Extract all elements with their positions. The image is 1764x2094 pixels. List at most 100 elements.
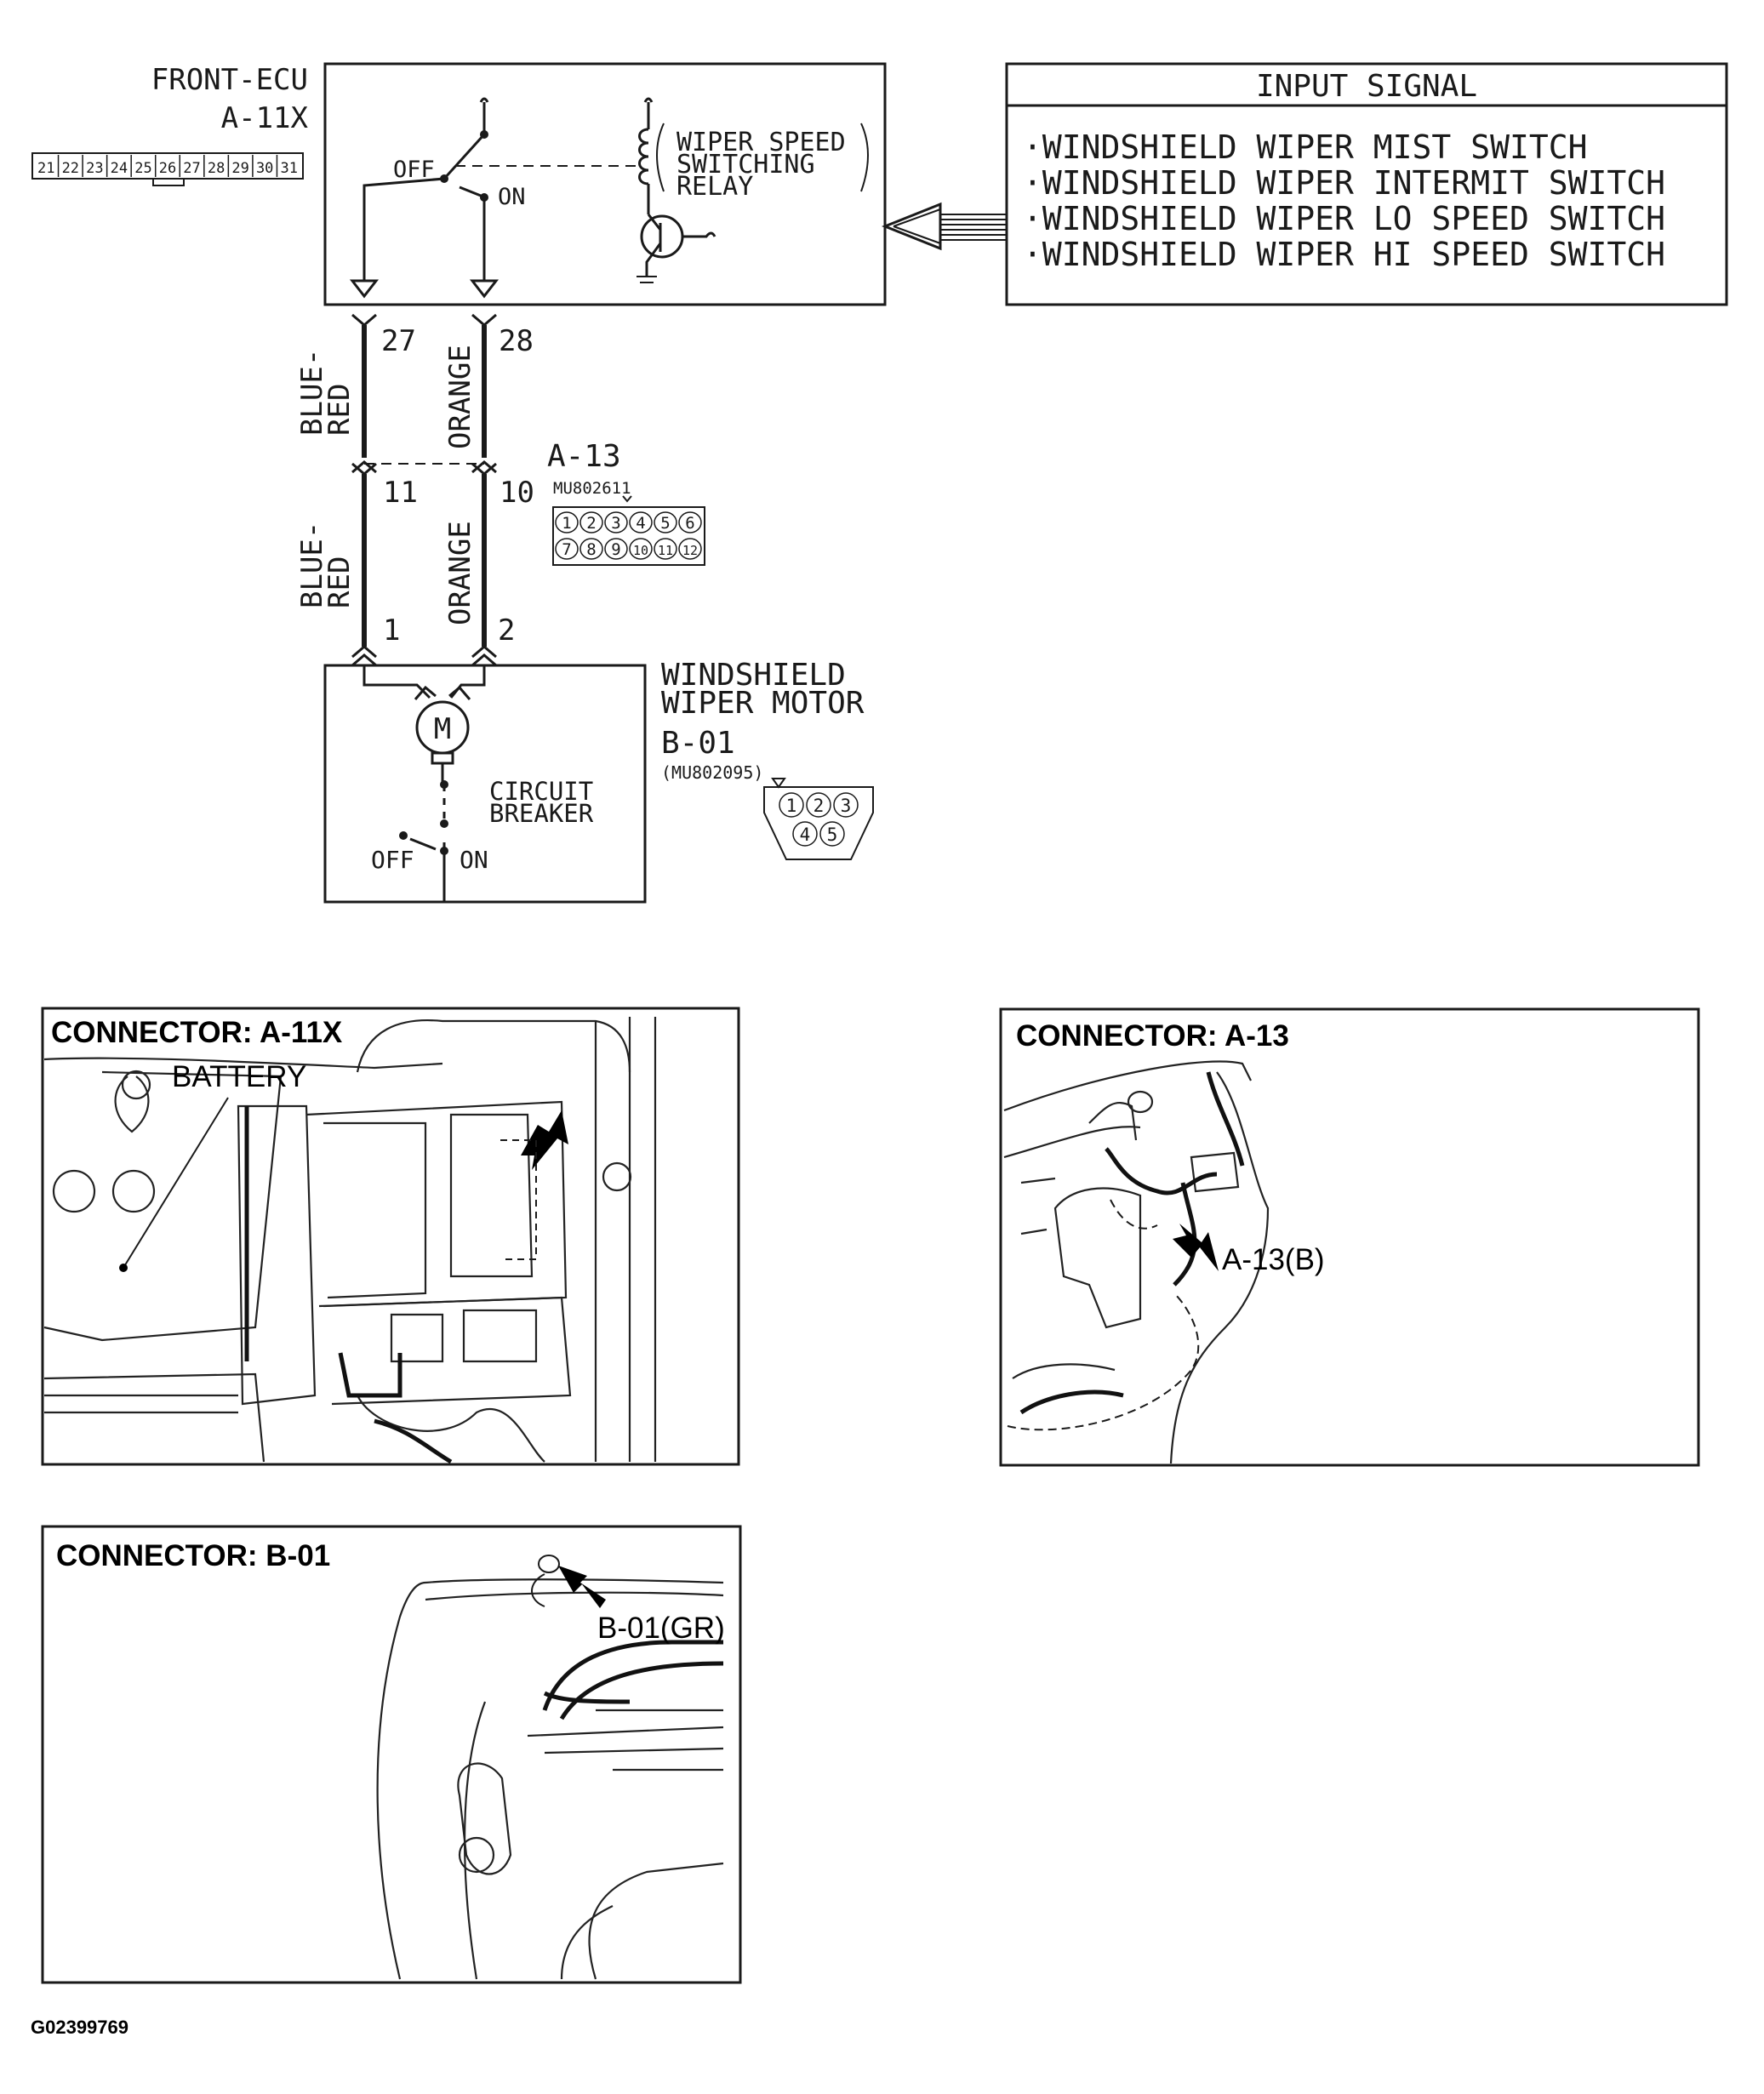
input-signal-item: ·WINDSHIELD WIPER MIST SWITCH bbox=[1023, 128, 1587, 166]
a11x-pin-label: 21 bbox=[37, 160, 54, 177]
pin-a13-right: 10 bbox=[500, 476, 534, 510]
a13-pin-socket bbox=[629, 538, 653, 560]
a13-pin-label: 2 bbox=[586, 514, 596, 533]
a13-pin-socket bbox=[579, 511, 603, 533]
motor-pin-socket bbox=[833, 792, 859, 818]
locator-a13-frame bbox=[999, 1007, 1700, 1467]
a11x-pin-label: 29 bbox=[231, 160, 248, 177]
pin-a13-left: 11 bbox=[383, 476, 418, 510]
a13-pin-label: 3 bbox=[611, 514, 620, 533]
wire-color-upper-left-1: BLUE- bbox=[295, 349, 329, 436]
breaker-label-line2: BREAKER bbox=[489, 799, 594, 828]
input-signal-arrow bbox=[881, 202, 1007, 251]
motor-pin-socket bbox=[806, 792, 831, 818]
locator-a13-title: CONNECTOR: A-13 bbox=[1016, 1019, 1289, 1053]
motor-pin-label: 5 bbox=[827, 824, 838, 845]
motor-part-number: (MU802095) bbox=[661, 762, 763, 783]
a13-pin-socket bbox=[654, 538, 677, 560]
input-signal-item: ·WINDSHIELD WIPER HI SPEED SWITCH bbox=[1023, 236, 1665, 273]
locator-b01: CONNECTOR: B-01 B-01(GR) bbox=[41, 1525, 742, 1984]
a13-connector-outline bbox=[552, 506, 705, 566]
motor-connector-outline bbox=[763, 786, 874, 860]
motor-pin-label: 1 bbox=[786, 796, 797, 816]
input-signal-frame bbox=[1005, 62, 1728, 306]
motor-pin-label: 2 bbox=[813, 796, 825, 816]
motor-title-line1: WINDSHIELD bbox=[661, 658, 846, 693]
breaker-off-label: OFF bbox=[371, 846, 414, 874]
locator-a11x-callout: BATTERY bbox=[172, 1060, 306, 1093]
wire-color-lower-left-1: BLUE- bbox=[295, 522, 329, 608]
input-signal-item: ·WINDSHIELD WIPER INTERMIT SWITCH bbox=[1023, 164, 1665, 202]
locator-a11x-frame bbox=[41, 1007, 740, 1466]
wire-color-upper-right: ORANGE bbox=[443, 345, 477, 449]
motor-title-line2: WIPER MOTOR bbox=[661, 686, 865, 721]
a13-pin-socket bbox=[654, 511, 677, 533]
relay-off-label: OFF bbox=[393, 157, 435, 183]
a13-pin-label: 6 bbox=[685, 514, 694, 533]
a13-pin-label: 1 bbox=[562, 514, 571, 533]
a13-id: A-13 bbox=[547, 439, 621, 474]
a13-pin-socket bbox=[555, 511, 579, 533]
front-ecu-box bbox=[323, 62, 887, 306]
motor-pin-label: 3 bbox=[841, 796, 852, 816]
relay-switch-contacts: OFF ON bbox=[349, 97, 638, 299]
motor-pin-label: 4 bbox=[800, 824, 811, 845]
a13-pin-label: 11 bbox=[658, 543, 673, 558]
breaker-on-label: ON bbox=[460, 846, 488, 874]
a13-pin-label: 5 bbox=[660, 514, 670, 533]
pin-motor-right: 2 bbox=[498, 613, 515, 648]
a13-pin-socket bbox=[555, 538, 579, 560]
relay-coil-transistor: WIPER SPEED SWITCHING RELAY bbox=[637, 97, 869, 283]
a13-pin-socket bbox=[678, 538, 702, 560]
front-ecu-header: FRONT-ECU A-11X bbox=[151, 63, 309, 135]
motor-connector-info: WINDSHIELD WIPER MOTOR B-01 (MU802095) 1… bbox=[661, 658, 874, 860]
motor-pin-socket bbox=[779, 792, 804, 818]
wire-color-upper-left-2: RED bbox=[323, 384, 357, 436]
relay-label-line1: WIPER SPEED bbox=[676, 128, 846, 157]
a11x-pin-label: 23 bbox=[86, 160, 103, 177]
front-ecu-connector-id: A-11X bbox=[221, 101, 309, 135]
pin-motor-left: 1 bbox=[383, 613, 400, 648]
a11x-pin-label: 30 bbox=[256, 160, 273, 177]
a13-pin-socket bbox=[579, 538, 603, 560]
pin-ecu-left: 27 bbox=[381, 324, 416, 358]
input-signal-title: INPUT SIGNAL bbox=[1256, 69, 1477, 104]
locator-a13: CONNECTOR: A-13 A-13(B) bbox=[999, 1007, 1700, 1467]
a13-part-number: MU802611 bbox=[553, 479, 631, 498]
a11x-connector-key bbox=[152, 178, 185, 186]
a11x-pin-label: 28 bbox=[208, 160, 225, 177]
motor-symbol: M bbox=[434, 712, 451, 746]
wiring-harness: BLUE- RED ORANGE BLUE- RED ORANGE 27 28 … bbox=[295, 313, 534, 667]
locator-b01-title: CONNECTOR: B-01 bbox=[56, 1539, 330, 1572]
a11x-pin-label: 24 bbox=[111, 160, 128, 177]
relay-label-line3: RELAY bbox=[676, 172, 753, 202]
locator-b01-frame bbox=[41, 1525, 742, 1984]
relay-on-label: ON bbox=[498, 184, 526, 210]
a13-pin-socket bbox=[604, 538, 628, 560]
locator-a11x-title: CONNECTOR: A-11X bbox=[51, 1016, 343, 1049]
wire-color-lower-left-2: RED bbox=[323, 556, 357, 608]
a13-pin-socket bbox=[604, 511, 628, 533]
front-ecu-title: FRONT-ECU bbox=[151, 63, 308, 97]
a13-pin-socket bbox=[678, 511, 702, 533]
wiper-motor: M CIRCUIT BREAKER OFF ON bbox=[323, 664, 647, 904]
locator-a11x: CONNECTOR: A-11X BATTERY bbox=[41, 1007, 740, 1466]
motor-pin-socket bbox=[792, 821, 818, 847]
pin-ecu-right: 28 bbox=[499, 324, 534, 358]
a13-pin-label: 4 bbox=[636, 514, 645, 533]
input-signal-item: ·WINDSHIELD WIPER LO SPEED SWITCH bbox=[1023, 200, 1665, 237]
a13-pin-label: 8 bbox=[586, 540, 596, 559]
a13-pin-label: 12 bbox=[682, 543, 698, 558]
a11x-pin-label: 25 bbox=[134, 160, 151, 177]
a11x-pin-label: 27 bbox=[183, 160, 200, 177]
relay-label-line2: SWITCHING bbox=[676, 150, 815, 180]
a13-pin-label: 10 bbox=[633, 543, 648, 558]
a11x-pin-label: 22 bbox=[62, 160, 79, 177]
motor-connector-id: B-01 bbox=[661, 726, 735, 761]
locator-b01-callout: B-01(GR) bbox=[597, 1612, 725, 1645]
breaker-label-line1: CIRCUIT bbox=[489, 777, 593, 806]
motor-pin-socket bbox=[819, 821, 845, 847]
a11x-pin-label: 26 bbox=[159, 160, 176, 177]
